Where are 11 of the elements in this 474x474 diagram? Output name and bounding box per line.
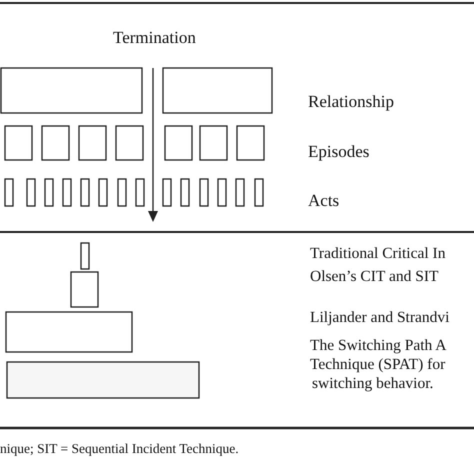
level-label: Acts xyxy=(308,192,340,209)
method-label: Liljander and Strandvi xyxy=(310,310,450,326)
method-label: Technique (SPAT) for xyxy=(310,357,446,372)
level-label: Relationship xyxy=(308,93,394,110)
level-label: Episodes xyxy=(308,143,370,160)
termination-label: Termination xyxy=(113,29,196,46)
method-label: Traditional Critical In xyxy=(310,246,446,262)
method-label: The Switching Path A xyxy=(310,338,446,354)
method-label: switching behavior. xyxy=(312,376,434,392)
caption: nique; SIT = Sequential Incident Technique. xyxy=(0,442,239,456)
method-label: Olsen’s CIT and SIT xyxy=(310,269,438,284)
